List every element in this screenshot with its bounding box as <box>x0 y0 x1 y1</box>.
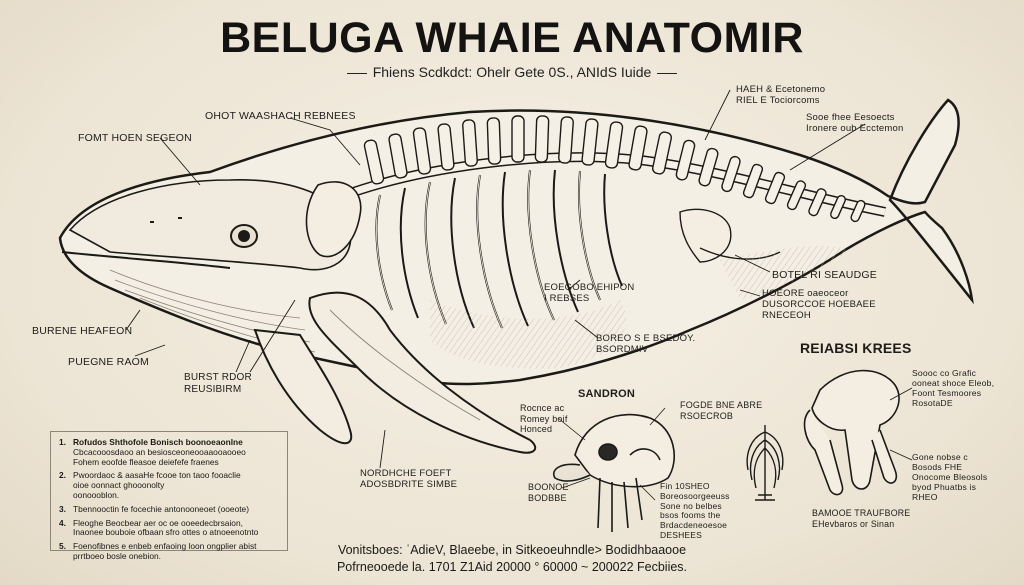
label-left-mid: BURENE HEAFEON <box>32 325 133 337</box>
shoulder-blade <box>305 181 362 258</box>
note-item: 3. Tbennooctin fe focechie antonooneoet … <box>59 503 250 514</box>
flipper <box>308 291 537 454</box>
label-lower-rib: BOREO S E BSEDOY. BSORDMIV <box>596 333 696 355</box>
label-knee-right-bottom: Gone nobse c Bosods FHE Onocome Bleosols… <box>912 452 988 502</box>
divider <box>346 72 367 74</box>
note-item: 1. Rofudos Shthofole Bonisch boonoeaonln… <box>59 437 246 467</box>
divider <box>657 72 678 74</box>
label-front-region: FOMT HOEN SEGEON <box>78 132 192 144</box>
rib-cage-inner <box>376 169 601 329</box>
skull-illustration <box>553 413 676 532</box>
footer-line-2: Pofrneooede la. 1701 Z1Aid 20000 ° 60000… <box>336 560 688 574</box>
vertebrae <box>363 115 866 223</box>
rib-detail <box>746 425 784 501</box>
label-left-lower: PUEGNE RAOM <box>68 356 149 368</box>
label-knee-bottom: BAMOOE TRAUFBORE EHevbaros or Sinan <box>812 508 911 529</box>
label-rib-cage: EOEGOBO EHIPON I REBSES <box>544 282 635 304</box>
subtitle-text: Fhiens Scdkdct: Ohelr Gete 0S., ANIdS Iu… <box>372 64 652 80</box>
knee-leaders <box>889 387 913 461</box>
label-skull-left: Rocnce ac Romey boif Honced <box>520 403 568 434</box>
pectoral-fin <box>253 328 353 445</box>
label-knee-right-top: Soooc co Grafic ooneat shoce Eleob, Foon… <box>912 368 995 408</box>
notes-box: 1. Rofudos Shthofole Bonisch boonoeaonln… <box>50 431 288 561</box>
label-upper-spine: HAEH & Ecetonemo RIEL E Tociorcoms <box>736 84 826 106</box>
label-flipper-tip: NORDHCHE FOEFT ADOSBDRITE SIMBE <box>360 468 458 490</box>
label-flipper: BURST RDOR REUSIBIRM <box>184 372 252 395</box>
label-skull-bottom-mid: Fin 10SHEO Boreosoorgeeuss Sone no belbe… <box>660 481 730 540</box>
knee-title: REIABSI KREES <box>800 340 912 356</box>
label-skull-right: FOGDE BNE ABRE RSOECROB <box>680 400 763 421</box>
footer-line-1: Vonitsboes: ˈAdieV, Blaeebe, in Sitkeoeu… <box>337 543 687 557</box>
pelvic-bone <box>679 208 732 263</box>
label-body: BOTEL RI SEAUDGE <box>772 269 877 281</box>
mouth-line <box>61 251 231 269</box>
note-item: 4. Fleoghe Beocbear aer oc oe ooeedecbrs… <box>59 517 259 538</box>
note-item: 2. Pwoordaoc & aasaHe fcooe ton taoo foo… <box>59 470 241 500</box>
page-subtitle: Fhiens Scdkdct: Ohelr Gete 0S., ANIdS Iu… <box>0 64 1024 80</box>
note-item: 5. Foenofibnes e enbeb enfaoing loon ong… <box>59 541 257 561</box>
leader-lines <box>125 89 866 469</box>
label-skull-bottom-left: BOONOE BODBBE <box>528 482 569 503</box>
page-title: BELUGA WHAIE ANATOMIR <box>220 14 804 62</box>
skull-leaders <box>557 407 666 501</box>
knee-illustration <box>803 369 900 496</box>
skull-title: SANDRON <box>578 388 636 400</box>
label-ribs-side: HOEORE oaeoceor DUSORCCOE HOEBAEE RNECEO… <box>762 288 876 321</box>
label-fluke: Sooe fhee Eesoects Ironere oub Ecctemon <box>806 112 904 134</box>
label-chest-region: OHOT WAASHACH REBNEES <box>205 110 356 122</box>
